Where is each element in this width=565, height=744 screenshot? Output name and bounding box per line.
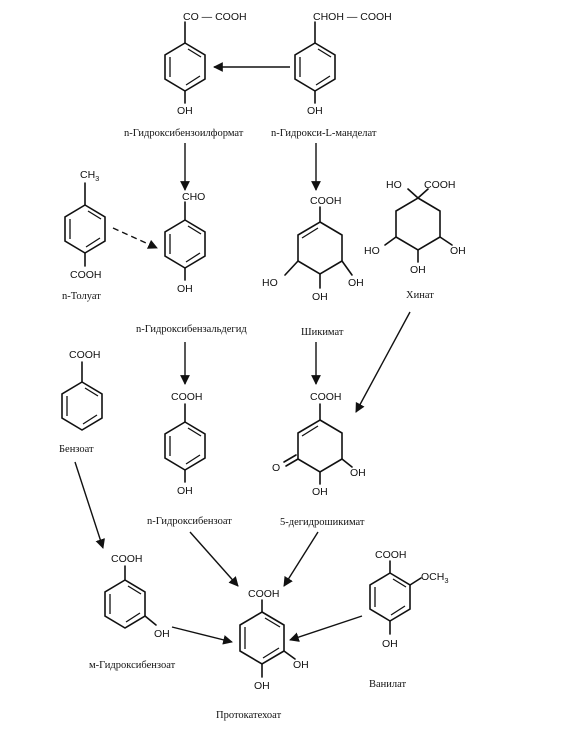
compound-dehydroshikimate: COOH O OH OH 5-дегидрошикимат (272, 391, 366, 528)
compound-label: n-Гидроксибензоат (147, 516, 232, 527)
group-top: CHOH — COOH (313, 11, 392, 23)
group-top: CH3 (80, 169, 99, 183)
compound-benzoate: COOH Бензоат (59, 349, 103, 455)
group-right: OH (154, 628, 170, 640)
group-top: COOH (375, 549, 407, 561)
group-bottom: OH (410, 264, 426, 276)
group-right: OH (348, 277, 364, 289)
group-a: HO (386, 179, 402, 191)
group-right: OH (293, 659, 309, 671)
compound-label: n-Толуат (62, 291, 101, 302)
compound-vanillate: COOH OCH3 OH Ванилат (369, 549, 449, 690)
group-left: HO (364, 245, 380, 257)
group-top: COOH (248, 588, 280, 600)
arrow-benzoate-to-m-hydroxybenzoate (74, 461, 105, 549)
group-bottom: OH (307, 105, 323, 117)
group-left: O (272, 462, 280, 474)
group-bottom: OH (312, 291, 328, 303)
compound-shikimate: COOH HO OH OH Шикимат (262, 195, 364, 338)
compound-label: Хинат (406, 290, 434, 301)
group-top: COOH (111, 553, 143, 565)
arrow-m-hydroxybenzoate-to-protocatechuate (171, 626, 233, 645)
group-bottom: OH (177, 283, 193, 295)
compound-label: Шикимат (301, 327, 344, 338)
compound-quinate: HO COOH HO OH OH Хинат (364, 179, 466, 301)
compound-label: м-Гидроксибензоат (89, 660, 176, 671)
arrow-hydroxybenzoate-to-protocatechuate (189, 531, 239, 587)
group-top: COOH (69, 349, 101, 361)
group-bottom: OH (382, 638, 398, 650)
group-right: OCH3 (421, 571, 449, 585)
group-top: COOH (171, 391, 203, 403)
compound-p-hydroxybenzoate: COOH OH n-Гидроксибензоат (147, 391, 232, 527)
group-bottom: OH (177, 485, 193, 497)
arrow-vanillate-to-protocatechuate (289, 615, 363, 642)
arrow-toluate-to-benzaldehyde (112, 227, 158, 249)
group-top: COOH (310, 195, 342, 207)
compound-label: n-Гидроксибензоилформат (124, 128, 244, 139)
group-bottom: OH (312, 486, 328, 498)
group-top: CHO (182, 191, 205, 203)
compound-label: 5-дегидрошикимат (280, 517, 365, 528)
compound-label: n-Гидрокси-L-манделат (271, 128, 377, 139)
group-bottom: COOH (70, 269, 102, 281)
group-left: HO (262, 277, 278, 289)
compound-label: n-Гидроксибензальдегид (136, 324, 247, 335)
arrow-quinate-to-dehydroshikimate (355, 311, 411, 413)
group-right: OH (350, 467, 366, 479)
group-b: COOH (424, 179, 456, 191)
compound-p-hydroxy-mandelate: CHOH — COOH OH n-Гидрокси-L-манделат (271, 11, 392, 139)
group-bottom: OH (177, 105, 193, 117)
group-bottom: OH (254, 680, 270, 692)
reaction-arrows (74, 62, 411, 645)
benzene-ring (164, 42, 206, 92)
compound-label: Бензоат (59, 444, 94, 455)
compound-p-hydroxybenzaldehyde: CHO OH n-Гидроксибензальдегид (136, 191, 247, 335)
group-top: COOH (310, 391, 342, 403)
compound-m-hydroxybenzoate: COOH OH м-Гидроксибензоат (89, 553, 176, 671)
compound-label: Ванилат (369, 679, 407, 690)
compound-p-hydroxybenzoylformate: CO — COOH OH n-Гидроксибензоилформат (124, 11, 247, 139)
group-right: OH (450, 245, 466, 257)
group-top: CO — COOH (183, 11, 247, 23)
compound-label: Протокатехоат (216, 710, 282, 721)
arrow-dehydroshikimate-to-protocatechuate (283, 531, 319, 587)
compound-protocatechuate: COOH OH OH Протокатехоат (216, 588, 309, 721)
compound-p-toluate: CH3 COOH n-Толуат (62, 169, 106, 302)
